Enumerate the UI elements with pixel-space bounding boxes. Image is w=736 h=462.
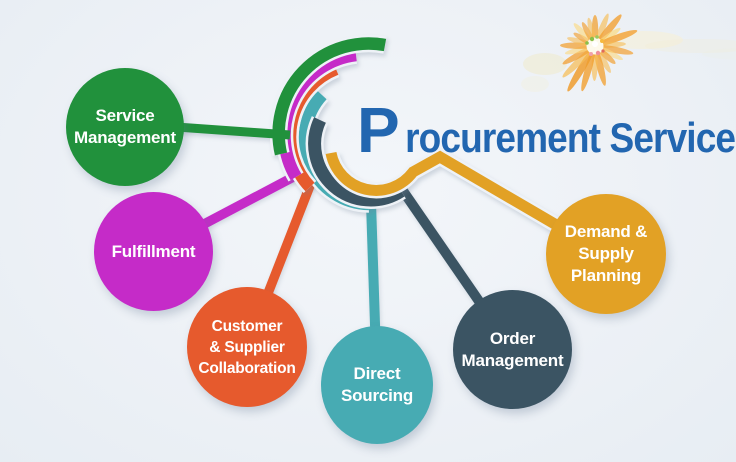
node-label-line: Management — [74, 128, 176, 147]
flower-smudges — [521, 31, 736, 92]
node-label-line: Supply — [578, 244, 634, 263]
node-label-line: & Supplier — [209, 338, 285, 356]
node-fulfillment: Fulfillment — [94, 192, 213, 311]
title-group: P rocurement Service — [357, 94, 736, 166]
center-swirl — [133, 34, 611, 261]
node-label-line: Demand & — [564, 222, 648, 241]
node-customer-supplier-collaboration: Customer & Supplier Collaboration — [187, 287, 307, 407]
node-label-line: Fulfillment — [111, 241, 196, 261]
node-label-line: Sourcing — [340, 386, 414, 405]
page-title: P rocurement Service — [357, 94, 735, 166]
title-initial-letter: P — [357, 94, 400, 166]
node-order-management: Order Management — [453, 290, 572, 409]
node-label-line: Service — [95, 106, 155, 125]
flower-decoration-icon — [521, 13, 736, 92]
swirl-arc-slate — [308, 117, 405, 207]
node-label-line: Planning — [570, 266, 642, 285]
swirl-arc-green — [272, 37, 387, 156]
node-demand-supply-planning: Demand & Supply Planning — [546, 194, 666, 314]
node-label-line: Collaboration — [198, 359, 296, 377]
node-direct-sourcing: Direct Sourcing — [321, 326, 433, 444]
swirl-arc-gold-and-connector-demand — [325, 150, 609, 259]
node-label-line: Order — [489, 328, 536, 348]
node-label-line: Management — [461, 350, 564, 370]
flower-center — [585, 35, 605, 56]
node-service-management: Service Management — [66, 68, 184, 186]
node-label-line: Customer — [211, 317, 283, 335]
title-rest: rocurement Service — [405, 114, 735, 161]
node-label-line: Direct — [353, 364, 401, 383]
